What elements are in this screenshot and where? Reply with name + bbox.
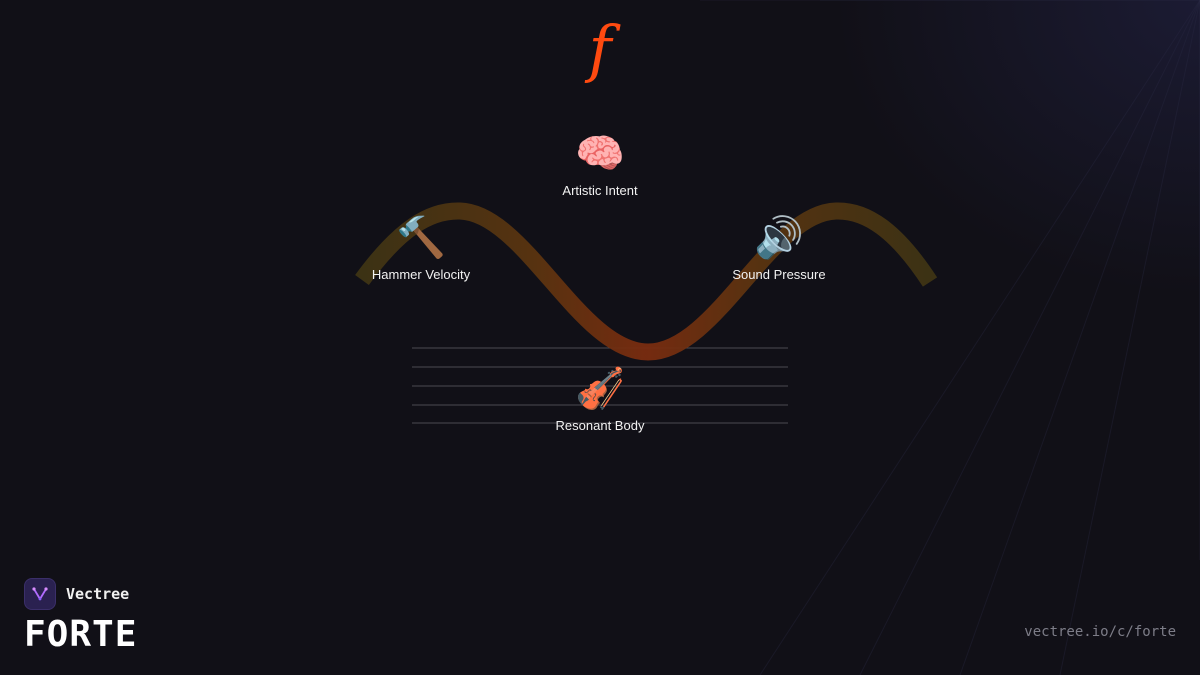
node-label: Artistic Intent: [562, 183, 638, 198]
forte-symbol: f: [588, 12, 612, 85]
brand-name: Vectree: [66, 585, 130, 603]
node-label: Hammer Velocity: [371, 267, 471, 282]
vectree-logo-icon: [24, 578, 56, 610]
speaker-icon: 🔊: [754, 216, 804, 260]
page-url[interactable]: vectree.io/c/forte: [1024, 624, 1176, 640]
violin-icon: 🎻: [575, 367, 625, 411]
node-label: Sound Pressure: [732, 267, 826, 282]
node-artistic-intent: 🧠 Artistic Intent: [500, 130, 700, 200]
brain-icon: 🧠: [575, 132, 625, 176]
brand-row: Vectree: [24, 577, 137, 611]
wave-path: [355, 202, 938, 361]
node-sound-pressure: 🔊 Sound Pressure: [679, 214, 879, 284]
node-label: Resonant Body: [555, 418, 645, 433]
brand-title: FORTE: [24, 614, 138, 655]
staff-lines: [412, 347, 788, 424]
node-hammer-velocity: 🔨 Hammer Velocity: [321, 214, 521, 284]
node-resonant-body: 🎻 Resonant Body: [500, 365, 700, 435]
hammer-icon: 🔨: [396, 216, 446, 260]
vectree-logo-mark: [32, 587, 48, 601]
brand-block: Vectree FORTE: [24, 577, 137, 655]
